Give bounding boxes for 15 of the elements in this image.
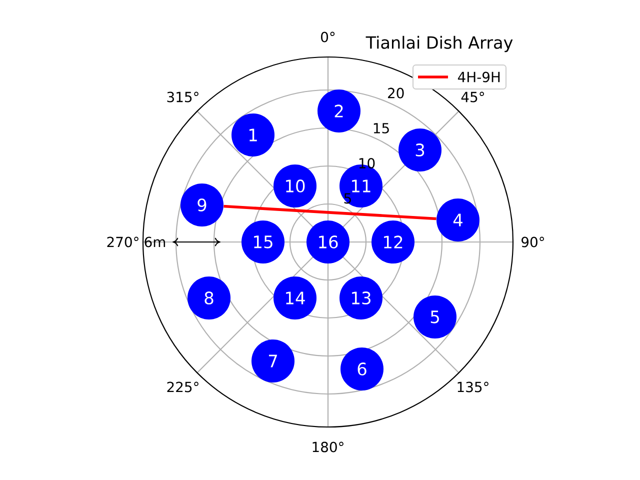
connecting-line [224,204,436,220]
radius-label: 5 [344,193,351,204]
angle-label: 315° [167,92,198,102]
radius-label: 20 [388,88,404,98]
chart-title: Tianlai Dish Array [366,36,513,52]
angle-label: 135° [458,382,488,392]
legend-label: 4H-9H [458,72,500,82]
dimension-label: 6m [144,236,166,248]
radius-label: 15 [374,123,389,134]
angle-label: 90° [522,236,544,248]
angle-label: 180° [312,442,344,452]
angle-label: 0° [321,32,335,42]
angle-label: 45° [461,92,484,102]
angle-label: 270° [107,236,138,248]
angle-label: 225° [167,382,198,392]
